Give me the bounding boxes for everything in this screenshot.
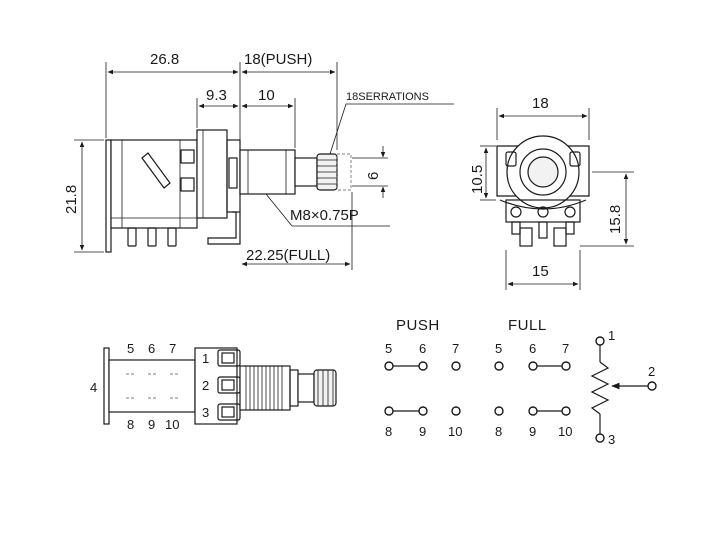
dim-front-height: 15.8 [607,205,624,234]
push-bottom-9: 9 [419,424,426,439]
push-bottom-8: 8 [385,424,392,439]
knurl-bottom [313,369,337,407]
front-view: 18 10.5 15.8 15 [469,95,634,290]
full-top-5: 5 [495,341,502,356]
push-bottom-10: 10 [448,424,462,439]
full-bottom-8: 8 [495,424,502,439]
full-bottom-10: 10 [558,424,572,439]
dim-front-width: 18 [532,95,549,112]
full-label: FULL [508,317,547,334]
pin-label-9: 9 [148,417,155,432]
pin-label-7: 7 [169,341,176,356]
pot-body [196,129,228,219]
switch-housing [110,139,198,229]
dim-height: 21.8 [63,185,80,214]
full-top-7: 7 [562,341,569,356]
schem-pin-3: 3 [608,432,615,447]
solder-lug [207,211,241,245]
pin-label-8: 8 [127,417,134,432]
full-bottom-9: 9 [529,424,536,439]
push-label: PUSH [396,317,440,334]
push-top-6: 6 [419,341,426,356]
schem-pin-2: 2 [648,364,655,379]
switch-body-bottom [108,359,196,413]
dim-push-length: 18(PUSH) [244,51,312,68]
pin-label-4: 4 [90,380,97,395]
terminal-label-2: 2 [202,378,209,393]
schem-pin-1: 1 [608,328,615,343]
thread-bottom [239,365,291,411]
mount-bracket [105,139,112,253]
dim-front-base-width: 15 [532,263,549,280]
terminal-label-1: 1 [202,351,209,366]
pin-view: 4 5 6 7 8 9 10 1 2 3 [90,341,337,432]
pot-body-bottom [194,347,238,425]
pin-label-6: 6 [148,341,155,356]
pin-label-10: 10 [165,417,179,432]
push-top-7: 7 [452,341,459,356]
slider-slot [141,152,171,189]
pot-schematic: 1 3 2 [590,328,657,447]
dim-full-length: 22.25(FULL) [246,247,330,264]
dim-bushing-offset: 9.3 [206,87,227,104]
pin-label-5: 5 [127,341,134,356]
note-thread: M8×0.75P [290,207,359,224]
switch-states: PUSH FULL 5 6 7 8 9 10 5 6 7 8 9 10 [384,317,572,439]
dim-shaft-dia: 6 [365,172,382,180]
shaft-end [527,156,559,188]
terminal-label-3: 3 [202,405,209,420]
side-view: 26.8 18(PUSH) 9.3 10 18SERRATIONS 6 21.8… [63,51,454,270]
full-top-6: 6 [529,341,536,356]
dim-front-center-height: 10.5 [469,165,486,194]
note-serrations: 18SERRATIONS [346,91,429,103]
dim-body-length: 26.8 [150,51,179,68]
push-top-5: 5 [385,341,392,356]
shaft [294,157,318,187]
dim-bushing-length: 10 [258,87,275,104]
resistor-zigzag [590,361,610,415]
